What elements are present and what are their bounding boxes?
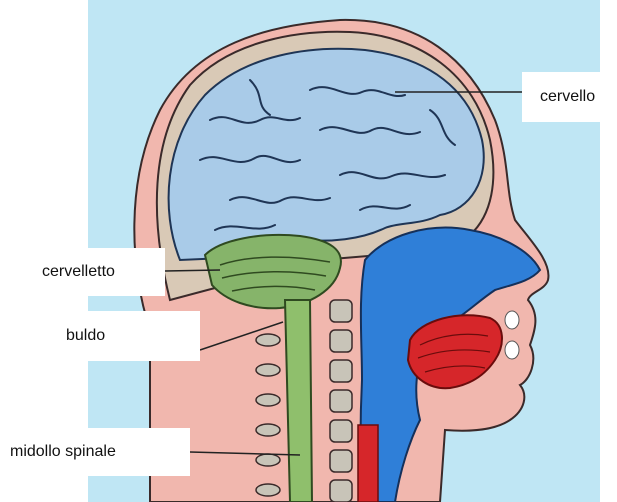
leader-line-cervelletto xyxy=(165,270,220,271)
label-midollo-spinale: midollo spinale xyxy=(0,428,190,476)
label-cervello-text: cervello xyxy=(540,89,595,105)
label-cervello: cervello xyxy=(522,72,617,122)
label-buldo: buldo xyxy=(0,311,200,361)
label-cervelletto: cervelletto xyxy=(0,248,165,296)
label-buldo-text: buldo xyxy=(66,328,105,344)
spinal-cord-shape xyxy=(285,300,312,502)
label-cervelletto-text: cervelletto xyxy=(42,264,115,280)
trachea xyxy=(358,425,378,502)
label-midollo-spinale-text: midollo spinale xyxy=(10,444,116,460)
